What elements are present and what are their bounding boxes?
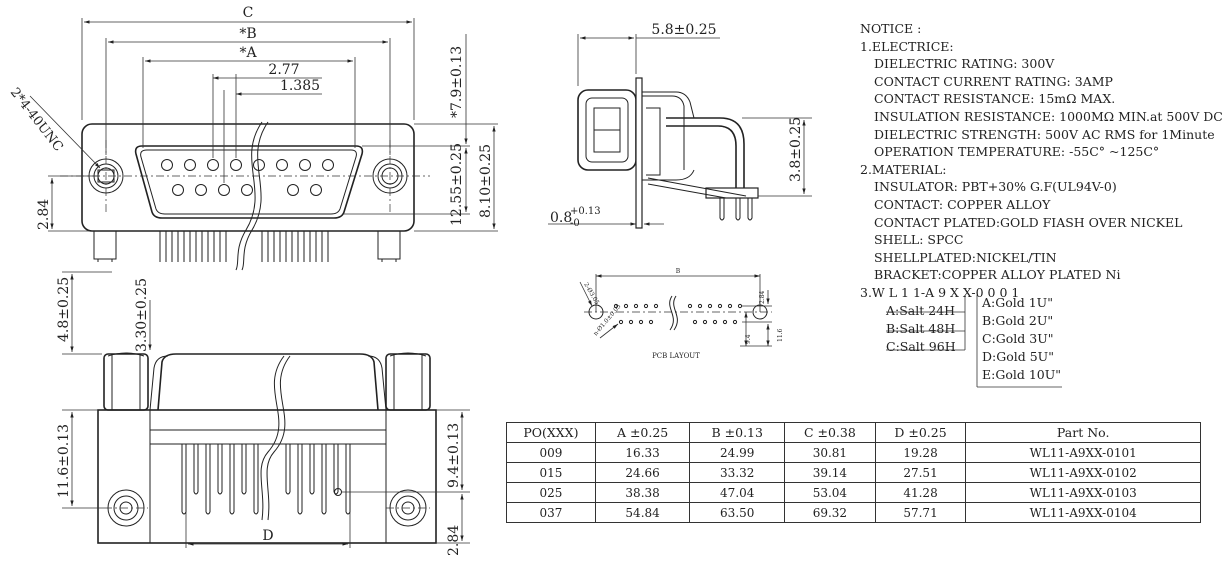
- dim-D: D: [262, 528, 273, 544]
- table-cell: 16.33: [594, 442, 691, 463]
- table-cell: 53.04: [784, 482, 876, 503]
- table-cell: 63.50: [689, 502, 786, 523]
- dim-4-8: 4.8±0.25: [56, 277, 72, 342]
- table-cell: 38.38: [594, 482, 691, 503]
- table-cell: 009: [506, 442, 596, 463]
- table-header: C ±0.38: [784, 422, 876, 443]
- table-cell: 27.51: [874, 462, 967, 483]
- dim-A: *A: [239, 45, 257, 61]
- salt-option: A:Salt 24H: [886, 302, 956, 318]
- gold-option: E:Gold 10U": [982, 366, 1062, 382]
- notice-mat-line: CONTACT: COPPER ALLOY: [874, 196, 1051, 212]
- table-cell: 54.84: [594, 502, 691, 523]
- table-header: D ±0.25: [874, 422, 967, 443]
- notice-elec-line: OPERATION TEMPERATURE: -55C° ~125C°: [874, 144, 1160, 160]
- dim-3-30: 3.30±0.25: [134, 278, 150, 352]
- table-row: 025 38.38 47.04 53.04 41.28 WL11-A9XX-01…: [506, 482, 1201, 503]
- side-view: 5.8±0.25 3.8±0.25 0.8 +0.13 -0: [548, 22, 812, 229]
- dim-2-84-top: 2.84: [36, 199, 52, 230]
- dim-B: *B: [239, 26, 256, 42]
- notice-section-electric: 1.ELECTRICE:: [860, 38, 954, 54]
- table-header: Part No.: [965, 422, 1201, 443]
- table-cell: 30.81: [784, 442, 876, 463]
- dim-thread: 2*4-40UNC: [7, 85, 66, 154]
- table-cell: 015: [506, 462, 596, 483]
- dim-11-6: 11.6±0.13: [56, 424, 72, 498]
- table-cell: WL11-A9XX-0102: [965, 462, 1201, 483]
- ordering-code-brackets: [886, 295, 1062, 388]
- table-cell: 025: [506, 482, 596, 503]
- table-cell: 24.66: [594, 462, 691, 483]
- table-cell: WL11-A9XX-0101: [965, 442, 1201, 463]
- table-header: B ±0.13: [689, 422, 786, 443]
- pcb-9-4: 9.4: [745, 334, 752, 344]
- dim-0-8: 0.8: [550, 210, 572, 226]
- notice-title: NOTICE :: [860, 21, 922, 36]
- pcb-layout: B 2.84 11.6 9.4 2-Ø3.05 n-Ø1.0±0.05 PCB …: [579, 268, 784, 360]
- notice-mat-line: SHELL: SPCC: [874, 232, 964, 248]
- table-cell: 57.71: [874, 502, 967, 523]
- pcb-hole-mount: 2-Ø3.05: [582, 282, 600, 307]
- notice-mat-line: BRACKET:COPPER ALLOY PLATED Ni: [874, 267, 1121, 283]
- notice-elec-line: CONTACT RESISTANCE: 15mΩ MAX.: [874, 91, 1116, 107]
- salt-option: C:Salt 96H: [886, 338, 956, 354]
- table-row: 015 24.66 33.32 39.14 27.51 WL11-A9XX-01…: [506, 462, 1201, 483]
- notice-mat-line: SHELLPLATED:NICKEL/TIN: [874, 249, 1057, 265]
- pcb-2-84: 2.84: [759, 290, 766, 304]
- notice-section-material: 2.MATERIAL:: [860, 161, 947, 177]
- part-number-table: PO(XXX) A ±0.25 B ±0.13 C ±0.38 D ±0.25 …: [506, 422, 1201, 523]
- table-cell: 47.04: [689, 482, 786, 503]
- dim-8-10: 8.10±0.25: [478, 144, 494, 218]
- dim-5-8: 5.8±0.25: [651, 22, 716, 38]
- dim-pitch-1: 1.385: [280, 78, 320, 94]
- table-cell: 39.14: [784, 462, 876, 483]
- table-row: 009 16.33 24.99 30.81 19.28 WL11-A9XX-01…: [506, 442, 1201, 463]
- dim-C: C: [243, 5, 254, 21]
- table-cell: 19.28: [874, 442, 967, 463]
- notice-section-ordering: 3.W L 1 1-A 9 X X-0 0 0 1: [860, 284, 1020, 300]
- pcb-title: PCB LAYOUT: [652, 352, 700, 360]
- pcb-11-6: 11.6: [777, 328, 784, 342]
- gold-option: A:Gold 1U": [982, 294, 1053, 310]
- table-row: 037 54.84 63.50 69.32 57.71 WL11-A9XX-01…: [506, 502, 1201, 523]
- gold-option: C:Gold 3U": [982, 330, 1054, 346]
- table-header: A ±0.25: [594, 422, 691, 443]
- front-view: C *B *A 2.77 1.385 2*4-40UNC *7.9±0.13 1…: [7, 5, 498, 271]
- notice-mat-line: CONTACT PLATED:GOLD FIASH OVER NICKEL: [874, 214, 1183, 230]
- table-header-row: PO(XXX) A ±0.25 B ±0.13 C ±0.38 D ±0.25 …: [506, 422, 1201, 443]
- notice-elec-line: DIELECTRIC RATING: 300V: [874, 56, 1055, 72]
- dim-2-84-bottom: 2.84: [446, 525, 462, 556]
- table-cell: 037: [506, 502, 596, 523]
- dim-0-8-tol-plus: +0.13: [570, 206, 601, 217]
- pcb-b-label: B: [676, 268, 681, 275]
- notice-elec-line: INSULATION RESISTANCE: 1000MΩ MIN.at 500…: [874, 108, 1223, 124]
- notice-mat-line: INSULATOR: PBT+30% G.F(UL94V-0): [874, 179, 1117, 195]
- table-cell: 69.32: [784, 502, 876, 523]
- dim-7-9: *7.9±0.13: [449, 46, 465, 118]
- dim-pitch-2: 2.77: [268, 62, 299, 78]
- notice-elec-line: CONTACT CURRENT RATING: 3AMP: [874, 73, 1113, 89]
- dim-0-8-tol-minus: -0: [570, 218, 580, 229]
- table-header: PO(XXX): [506, 422, 596, 443]
- table-cell: WL11-A9XX-0103: [965, 482, 1201, 503]
- dim-3-8: 3.8±0.25: [788, 117, 804, 182]
- table-cell: 33.32: [689, 462, 786, 483]
- notice-elec-line: DIELECTRIC STRENGTH: 500V AC RMS for 1Mi…: [874, 126, 1215, 142]
- table-cell: 41.28: [874, 482, 967, 503]
- table-cell: 24.99: [689, 442, 786, 463]
- dim-9-4: 9.4±0.13: [446, 423, 462, 488]
- table-cell: WL11-A9XX-0104: [965, 502, 1201, 523]
- dim-12-55: 12.55±0.25: [449, 143, 465, 226]
- salt-option: B:Salt 48H: [886, 320, 956, 336]
- bottom-view: 4.8±0.25 3.30±0.25 11.6±0.13 9.4±0.13 2.…: [56, 271, 470, 556]
- gold-option: B:Gold 2U": [982, 312, 1054, 328]
- notice-block: NOTICE : 1.ELECTRICE: DIELECTRIC RATING:…: [860, 20, 1223, 402]
- gold-option: D:Gold 5U": [982, 348, 1054, 364]
